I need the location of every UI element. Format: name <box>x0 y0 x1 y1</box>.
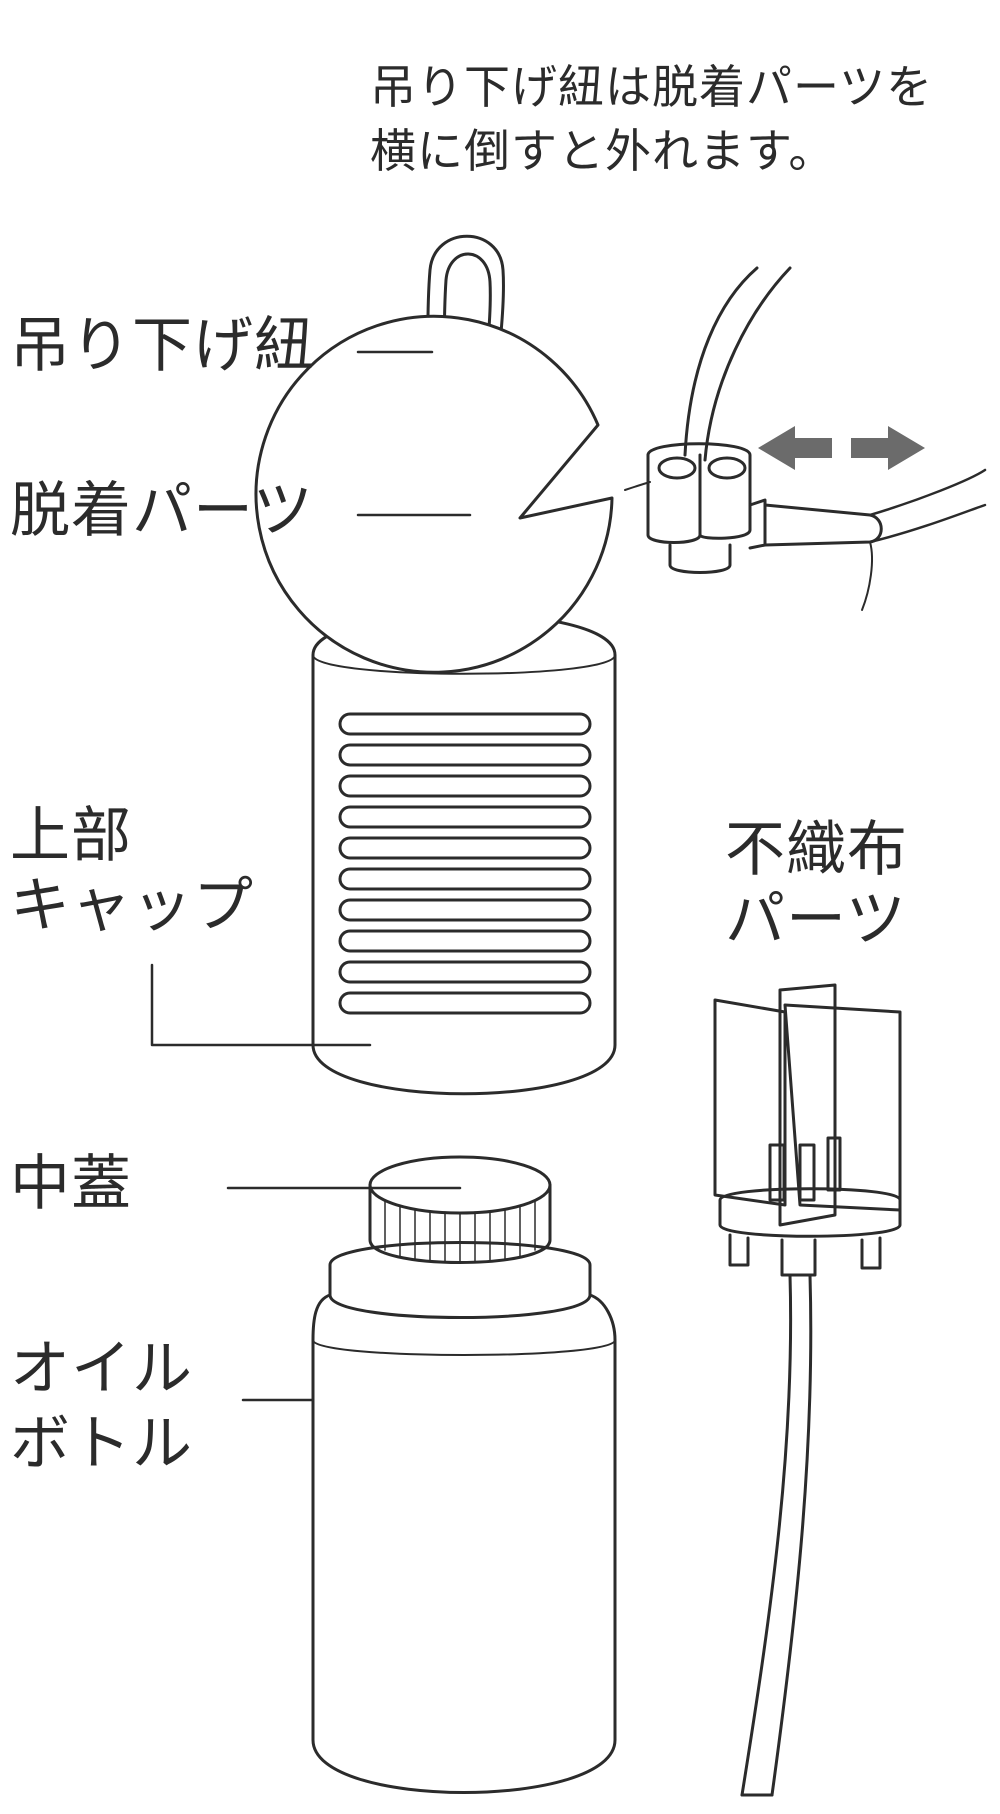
label-upper-cap-line1: 上部 <box>10 801 132 871</box>
instruction-note-line1: 吊り下げ紐は脱着パーツを <box>370 60 934 114</box>
label-nonwoven-line2: パーツ <box>725 885 907 955</box>
label-upper-cap-line2: キャップ <box>10 871 254 941</box>
upper-cap <box>311 612 617 1096</box>
upper-cap-leader <box>150 963 372 1047</box>
double-arrow-left-right-icon <box>758 426 925 470</box>
label-detach-part: 脱着パーツ <box>10 476 314 546</box>
leader-lines <box>150 350 472 1402</box>
label-oil-bottle-line2: ボトル <box>10 1409 193 1479</box>
nonwoven-part <box>713 983 902 1797</box>
cap-slots <box>338 712 592 1015</box>
label-oil-bottle-line1: オイル <box>10 1334 193 1404</box>
label-strap: 吊り下げ紐 <box>10 311 315 381</box>
inner-lid <box>368 1155 552 1264</box>
label-nonwoven-line1: 不織布 <box>725 815 908 885</box>
oil-bottle <box>311 1241 617 1794</box>
label-inner-lid: 中蓋 <box>10 1149 132 1219</box>
detail-callout <box>254 266 987 674</box>
instruction-note-line2: 横に倒すと外れます。 <box>370 124 836 178</box>
